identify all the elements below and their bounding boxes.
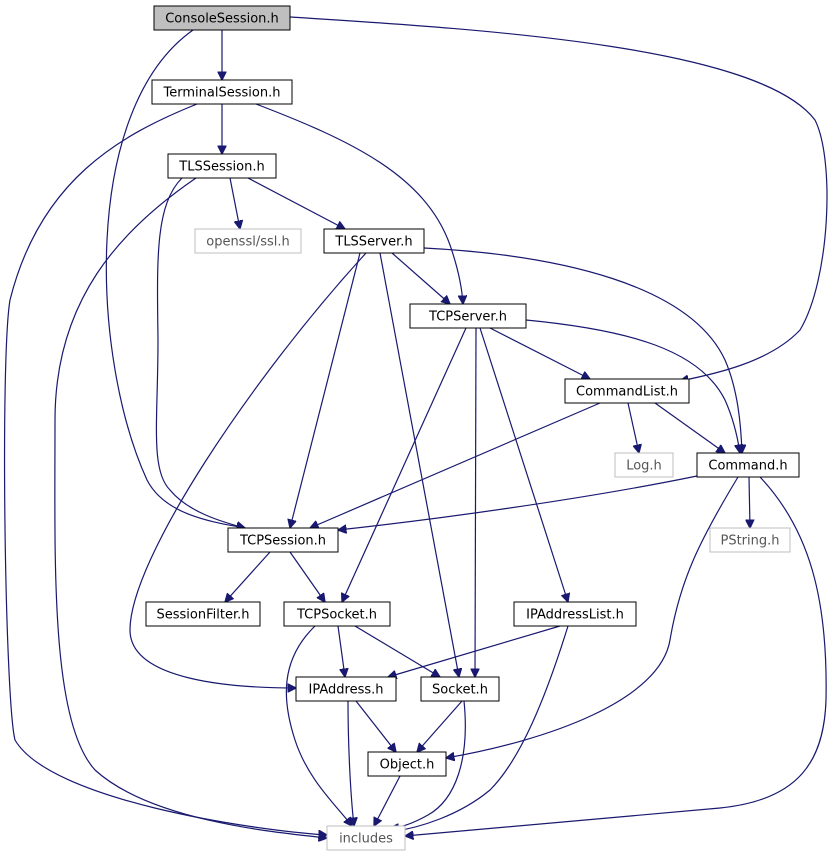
edges-layer	[3, 16, 828, 838]
node-ipaddress-list[interactable]: IPAddressList.h	[513, 601, 637, 627]
edge-terminal-session-to-tcp-server	[255, 103, 463, 304]
node-box	[513, 601, 637, 627]
node-box	[153, 5, 291, 31]
node-label: Object.h	[380, 758, 435, 773]
node-pstring: PString.h	[709, 527, 791, 553]
node-label: TCPSocket.h	[296, 608, 377, 623]
edge-tls-server-to-socket	[379, 252, 459, 677]
node-command[interactable]: Command.h	[696, 452, 800, 478]
node-label: CommandList.h	[576, 385, 678, 400]
edge-ipaddress-list-to-includes	[390, 625, 569, 832]
node-socket[interactable]: Socket.h	[420, 676, 500, 702]
node-tcp-socket[interactable]: TCPSocket.h	[283, 601, 391, 627]
edge-tcp-socket-to-socket	[354, 625, 440, 677]
node-box	[295, 676, 397, 702]
node-console-session[interactable]: ConsoleSession.h	[153, 5, 291, 31]
node-label: TCPSession.h	[239, 534, 326, 549]
edge-tcp-socket-to-includes	[285, 625, 352, 826]
node-box	[194, 228, 302, 254]
node-session-filter[interactable]: SessionFilter.h	[145, 601, 261, 627]
edge-tcp-socket-to-ipaddress	[337, 625, 345, 677]
node-box	[326, 825, 406, 851]
edge-ipaddress-to-object	[355, 700, 396, 752]
edge-tls-session-to-includes	[54, 177, 327, 838]
node-tcp-session[interactable]: TCPSession.h	[227, 527, 339, 553]
node-box	[227, 527, 339, 553]
node-tls-session[interactable]: TLSSession.h	[167, 153, 277, 179]
edge-tls-server-to-tcp-session	[290, 252, 361, 528]
edge-tcp-server-to-command-list	[489, 327, 590, 379]
edge-console-session-to-command-list	[289, 16, 828, 381]
edge-command-list-to-command	[654, 402, 725, 453]
edge-tcp-server-to-socket	[475, 327, 476, 677]
node-tls-server[interactable]: TLSServer.h	[323, 228, 425, 254]
edge-terminal-session-to-includes	[3, 103, 327, 835]
edge-tls-server-to-command	[423, 247, 742, 453]
edge-ipaddress-list-to-ipaddress	[388, 625, 561, 677]
node-label: Command.h	[708, 459, 787, 474]
node-label: TLSServer.h	[334, 235, 412, 250]
node-box	[323, 228, 425, 254]
edge-object-to-includes	[374, 775, 401, 826]
node-label: Log.h	[626, 459, 662, 474]
edge-socket-to-object	[417, 700, 463, 752]
node-box	[696, 452, 800, 478]
node-openssl: openssl/ssl.h	[194, 228, 302, 254]
edge-command-to-includes	[405, 476, 827, 836]
edge-command-list-to-tcp-session	[310, 402, 601, 528]
edge-tls-server-to-ipaddress	[129, 252, 367, 688]
node-label: openssl/ssl.h	[206, 235, 290, 250]
edge-tls-session-to-tls-server	[247, 177, 345, 229]
edge-tcp-session-to-session-filter	[225, 551, 271, 602]
node-includes: includes	[326, 825, 406, 851]
node-terminal-session[interactable]: TerminalSession.h	[151, 79, 293, 105]
node-box	[614, 452, 674, 478]
edge-tls-session-to-openssl	[229, 177, 240, 229]
node-label: Socket.h	[432, 683, 488, 698]
node-box	[167, 153, 277, 179]
edge-tcp-server-to-command	[525, 319, 740, 453]
node-tcp-server[interactable]: TCPServer.h	[409, 303, 527, 329]
edge-tls-server-to-tcp-server	[391, 252, 450, 304]
edge-tcp-session-to-tcp-socket	[289, 551, 325, 602]
node-box	[145, 601, 261, 627]
node-label: IPAddress.h	[309, 683, 384, 698]
node-box	[367, 751, 447, 777]
node-label: includes	[339, 832, 393, 847]
node-box	[420, 676, 500, 702]
node-label: IPAddressList.h	[526, 608, 624, 623]
edge-ipaddress-to-includes	[347, 700, 354, 826]
edge-tcp-server-to-tcp-socket	[342, 327, 467, 602]
node-label: TLSSession.h	[178, 160, 264, 175]
edge-command-list-to-log	[627, 402, 639, 453]
node-box	[564, 378, 690, 404]
node-box	[151, 79, 293, 105]
edge-tls-session-to-tcp-session	[155, 177, 245, 528]
edge-tcp-server-to-ipaddress-list	[479, 327, 568, 602]
node-box	[283, 601, 391, 627]
edge-command-to-pstring	[749, 476, 750, 528]
node-box	[409, 303, 527, 329]
node-object[interactable]: Object.h	[367, 751, 447, 777]
node-log: Log.h	[614, 452, 674, 478]
node-command-list[interactable]: CommandList.h	[564, 378, 690, 404]
node-label: PString.h	[720, 534, 779, 549]
node-label: SessionFilter.h	[157, 608, 250, 623]
edge-command-to-object	[446, 476, 739, 758]
node-label: TerminalSession.h	[163, 86, 281, 101]
edge-console-session-to-tcp-session	[105, 29, 245, 528]
node-ipaddress[interactable]: IPAddress.h	[295, 676, 397, 702]
nodes-layer: ConsoleSession.hTerminalSession.hTLSSess…	[145, 5, 800, 851]
edge-command-to-tcp-session	[338, 475, 698, 530]
node-label: ConsoleSession.h	[165, 12, 279, 27]
node-box	[709, 527, 791, 553]
node-label: TCPServer.h	[428, 310, 507, 325]
